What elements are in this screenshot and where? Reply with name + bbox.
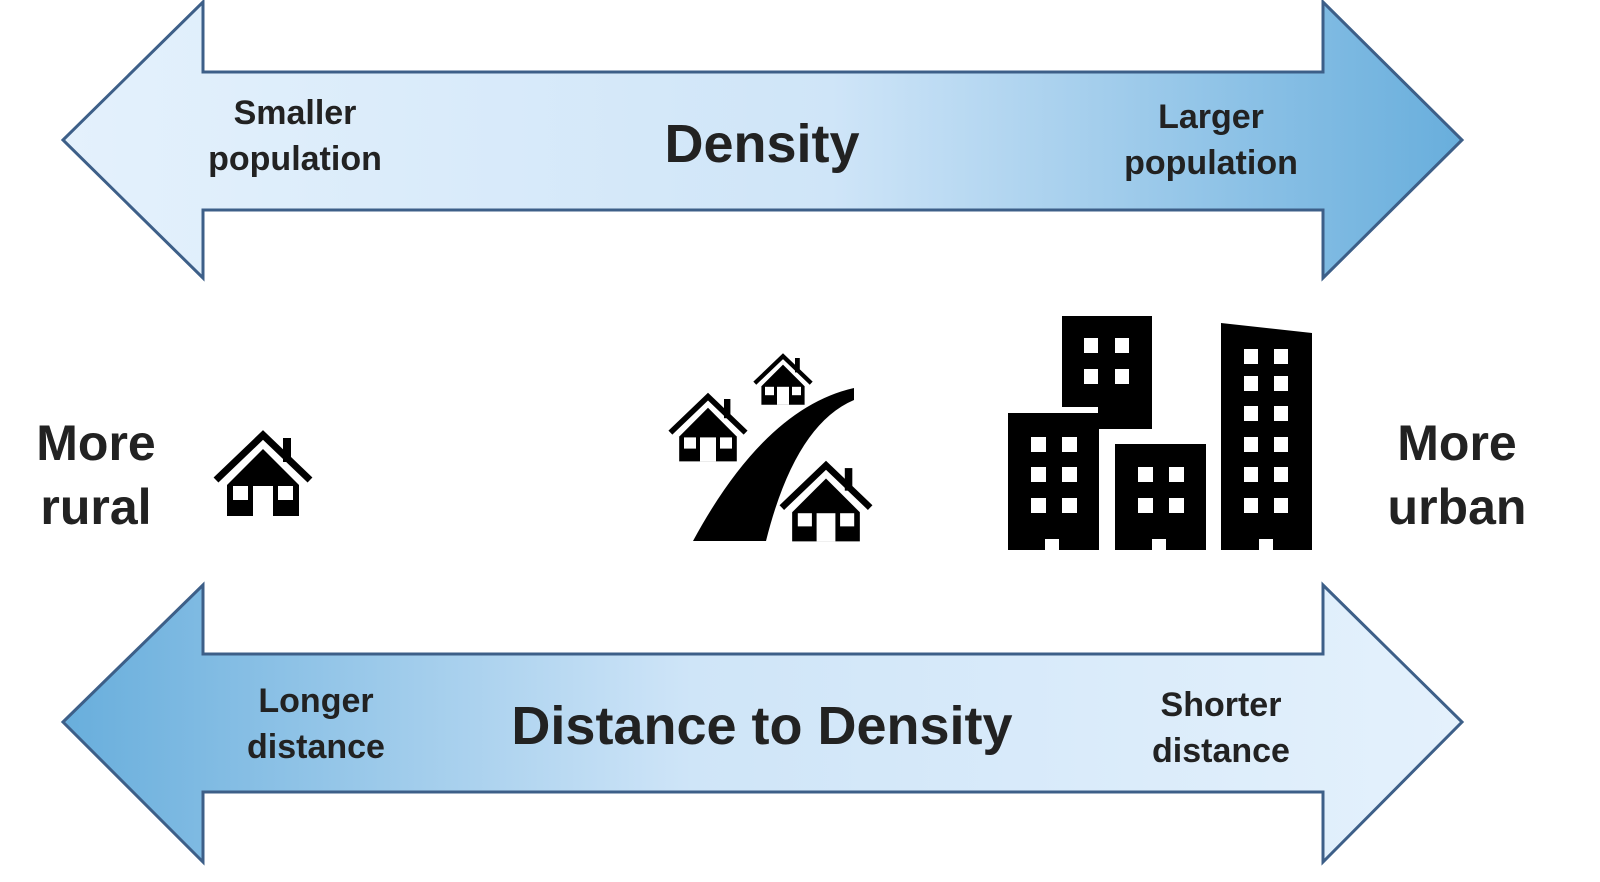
road-icon: [693, 388, 854, 541]
shorter-label: Shorter: [1161, 686, 1282, 724]
rural-label: rural: [40, 479, 151, 535]
larger-label: Larger: [1158, 98, 1264, 136]
suburban-houses-road-icon: [670, 356, 870, 541]
more-label-left: More: [36, 415, 155, 471]
population-label-left: population: [208, 140, 382, 178]
house-icon: [670, 397, 745, 462]
distance-to-density-title: Distance to Density: [511, 696, 1012, 756]
distance-label-left: distance: [247, 728, 385, 766]
house-icon: [755, 356, 811, 405]
distance-to-density-arrow: Longer distance Distance to Density Shor…: [60, 581, 1465, 866]
density-arrow: Smaller population Density Larger popula…: [60, 0, 1465, 282]
population-label-right: population: [1124, 144, 1298, 182]
more-label-right: More: [1397, 415, 1516, 471]
rural-house-icon: [216, 435, 310, 516]
longer-label: Longer: [258, 682, 373, 720]
house-icon: [782, 465, 870, 541]
urban-buildings-icon: [1008, 316, 1312, 550]
urban-label: urban: [1388, 479, 1527, 535]
distance-label-right: distance: [1152, 732, 1290, 770]
smaller-label: Smaller: [234, 94, 357, 132]
density-title: Density: [664, 114, 859, 174]
